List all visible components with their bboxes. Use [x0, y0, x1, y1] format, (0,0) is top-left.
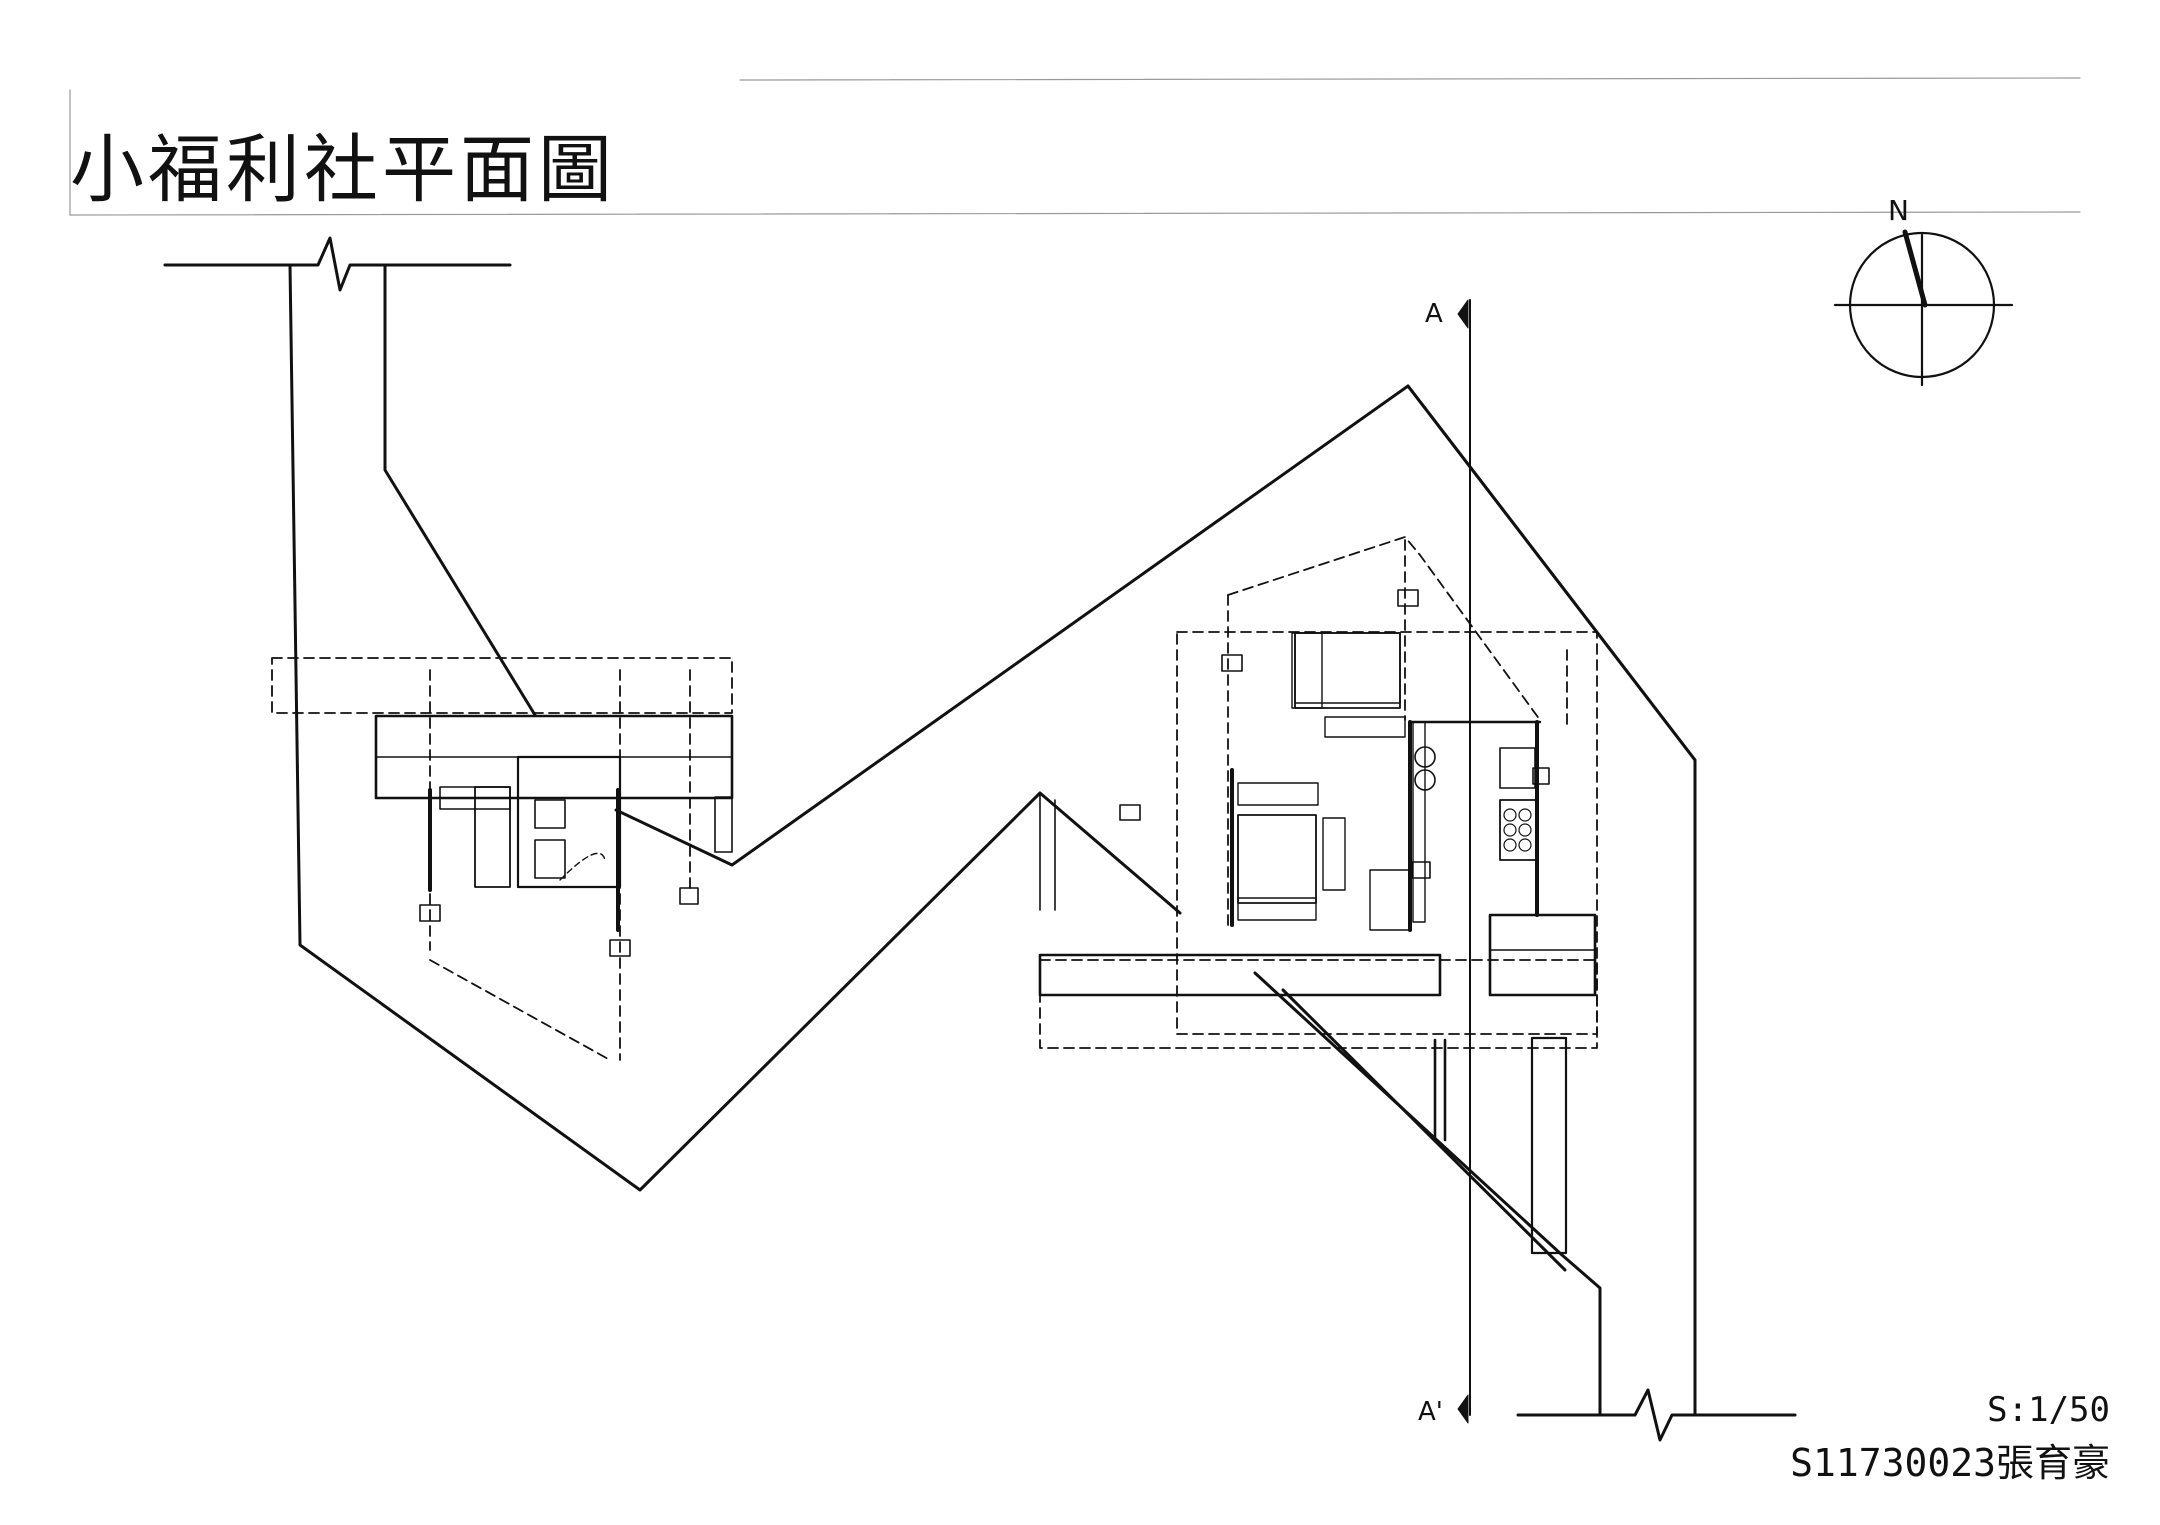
north-arrow-icon — [1833, 229, 2014, 387]
section-line — [1457, 299, 1471, 1424]
author-label: S11730023張育豪 — [1790, 1441, 2110, 1485]
page-title: 小福利社平面圖 — [70, 127, 616, 213]
scale-label: S:1/50 — [1987, 1390, 2110, 1430]
title-frame — [69, 77, 2081, 216]
section-mark-top: A — [1425, 299, 1443, 329]
right-building — [1038, 536, 1598, 1255]
section-arrow-icon — [1457, 299, 1469, 329]
section-mark-bottom: A' — [1418, 1397, 1443, 1427]
section-arrow-icon — [1457, 1394, 1469, 1424]
corridor-outline — [163, 236, 1797, 1442]
north-label: N — [1888, 194, 1909, 227]
left-building — [271, 657, 734, 1061]
